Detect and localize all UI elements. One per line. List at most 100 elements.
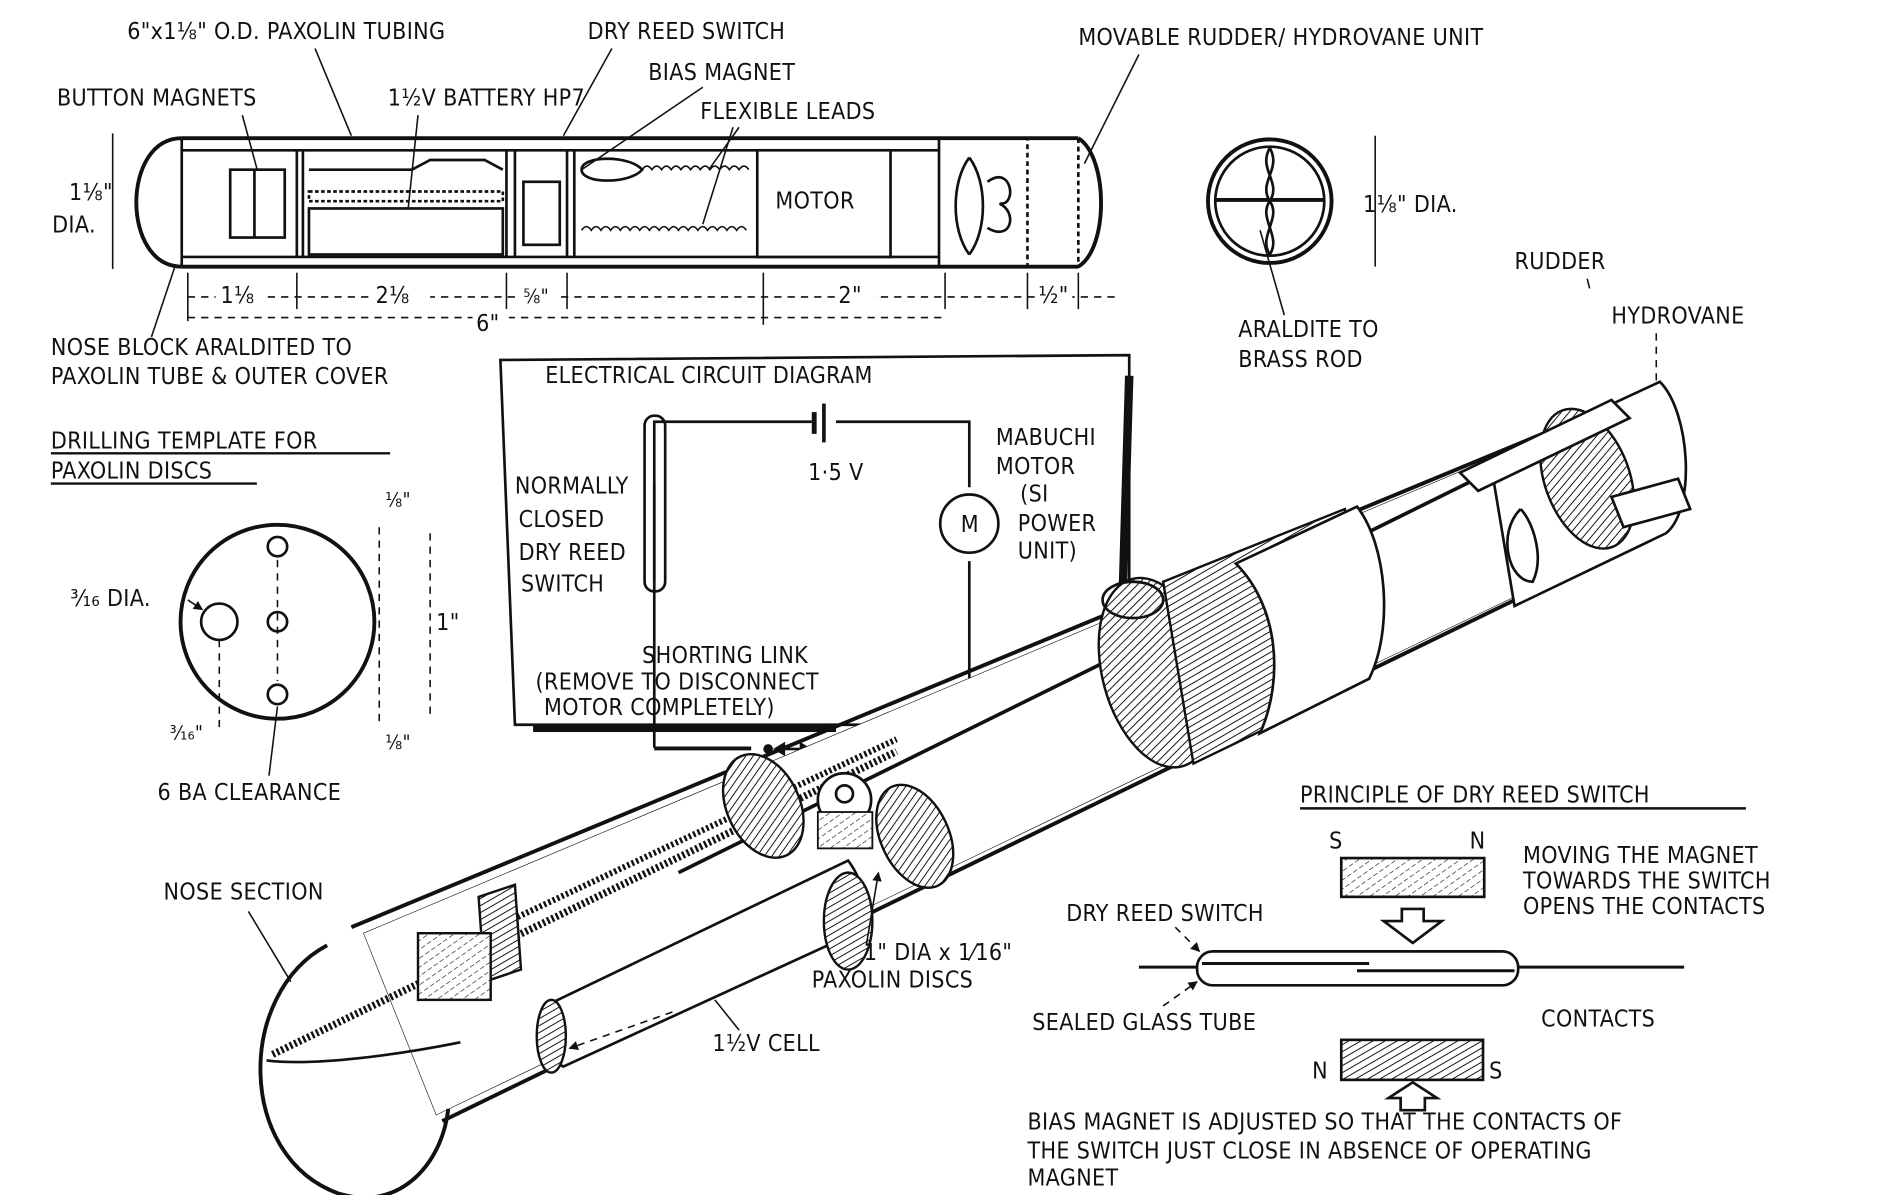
leader-tube xyxy=(1162,981,1198,1007)
top-margin-label: ⅛" xyxy=(385,489,411,512)
threaded-rod-upper xyxy=(507,736,898,924)
dia-unit: DIA. xyxy=(52,213,96,239)
dim-overall: 6" xyxy=(476,311,499,337)
drilling-template-section: DRILLING TEMPLATE FOR PAXOLIN DISCS ³⁄₁₆… xyxy=(51,428,459,806)
hole-large xyxy=(199,602,239,642)
operating-magnet xyxy=(1339,856,1486,899)
hole-bottom xyxy=(266,683,289,706)
label-rudder-unit: MOVABLE RUDDER/ HYDROVANE UNIT xyxy=(1078,25,1483,51)
propeller-hub xyxy=(954,156,985,256)
moving-note-3: OPENS THE CONTACTS xyxy=(1523,894,1766,920)
arrow-down-icon xyxy=(1379,907,1446,945)
dim-seg1: 1⅛ xyxy=(221,283,255,309)
tail-cap xyxy=(1077,136,1103,269)
leader-discs xyxy=(865,871,882,946)
tail-propeller xyxy=(1506,508,1540,584)
cutaway-section: RUDDER HYDROVANE NOSE SECTION xyxy=(164,249,1744,1195)
switch-label-4: SWITCH xyxy=(521,571,604,597)
propeller-end-lower xyxy=(1264,200,1275,257)
rudder-plate xyxy=(1457,398,1632,493)
label-hydrovane: HYDROVANE xyxy=(1611,304,1744,330)
principle-title: PRINCIPLE OF DRY REED SWITCH xyxy=(1300,782,1650,808)
clearance-label: 6 BA CLEARANCE xyxy=(158,780,342,806)
reed-switch-label: DRY REED SWITCH xyxy=(1066,901,1264,927)
motor-symbol xyxy=(938,493,1000,554)
bias-note-3: MAGNET xyxy=(1027,1165,1118,1191)
propeller-end-upper xyxy=(1264,147,1275,204)
side-view-section: 6"x1⅛" O.D. PAXOLIN TUBING DRY REED SWIT… xyxy=(51,19,1483,390)
hydrovane-plate xyxy=(1609,477,1692,529)
bottom-margin-label: ⅛" xyxy=(385,731,411,754)
reed-switch-glass xyxy=(580,157,644,182)
template-disc xyxy=(178,522,377,721)
switch-label-1: NORMALLY xyxy=(515,473,629,499)
reed-principle-section: PRINCIPLE OF DRY REED SWITCH S N MOVING … xyxy=(1026,782,1770,1191)
motor-box xyxy=(755,148,892,259)
leader-reed xyxy=(562,48,613,137)
leader-cell-disc xyxy=(568,1011,673,1050)
disc-front xyxy=(535,998,568,1074)
battery-spring-rod xyxy=(307,190,505,203)
drilling-title-1: DRILLING TEMPLATE FOR xyxy=(51,428,318,454)
label-nose-block-2: PAXOLIN TUBE & OUTER COVER xyxy=(51,364,389,390)
bottom-magnet-n: N xyxy=(1312,1059,1328,1085)
leader-bias xyxy=(581,86,704,171)
dim-seg2: 2⅛ xyxy=(376,283,410,309)
leader-hole xyxy=(187,599,204,611)
motor-shaft-ring xyxy=(1101,580,1165,620)
link-label-3: MOTOR COMPLETELY) xyxy=(544,695,775,721)
label-flexible-leads: FLEXIBLE LEADS xyxy=(700,99,875,125)
label-bias-magnet: BIAS MAGNET xyxy=(648,60,795,86)
offset-label: ³⁄₁₆" xyxy=(170,721,204,744)
dim-seg4: 2" xyxy=(838,283,861,309)
leader-nose-section xyxy=(247,910,292,983)
leader-tubing xyxy=(314,48,353,137)
label-rudder: RUDDER xyxy=(1515,249,1606,275)
hole-top xyxy=(266,535,289,558)
end-view-diameter: 1⅛" DIA. xyxy=(1363,192,1458,218)
leader-nose-block xyxy=(150,263,177,338)
leader-clearance xyxy=(268,706,279,776)
nose-cut xyxy=(266,1040,461,1064)
switch-label-2: CLOSED xyxy=(519,507,605,533)
label-battery: 1½V BATTERY HP7 xyxy=(388,85,585,111)
label-button-magnets: BUTTON MAGNETS xyxy=(57,85,257,111)
dim-seg5: ½" xyxy=(1038,283,1068,309)
paxolin-disc-3 xyxy=(822,871,874,971)
gear-teeth xyxy=(816,811,874,850)
glass-tube-label: SEALED GLASS TUBE xyxy=(1032,1010,1256,1036)
gear-boss xyxy=(834,784,855,804)
bias-magnet-block xyxy=(522,180,562,247)
motor-casing xyxy=(1233,504,1386,737)
top-magnet-n: N xyxy=(1470,828,1486,854)
leader-rudder xyxy=(1586,278,1591,289)
motor-label-2: MOTOR xyxy=(996,454,1075,480)
reed-switch-symbol xyxy=(643,414,667,593)
label-nose-section: NOSE SECTION xyxy=(164,879,324,905)
switch-label-3: DRY REED xyxy=(519,540,626,566)
label-paxolin-tubing: 6"x1⅛" O.D. PAXOLIN TUBING xyxy=(127,19,445,45)
label-dry-reed-switch: DRY REED SWITCH xyxy=(588,19,786,45)
arrow-up-icon xyxy=(1384,1080,1442,1112)
label-motor: MOTOR xyxy=(775,188,854,214)
rudder-housing xyxy=(1026,136,1080,268)
paxolin-disc-1 xyxy=(721,752,805,859)
drilling-title-2: PAXOLIN DISCS xyxy=(51,459,212,485)
bias-note-1: BIAS MAGNET IS ADJUSTED SO THAT THE CONT… xyxy=(1027,1110,1622,1136)
label-cell: 1½V CELL xyxy=(712,1031,820,1057)
end-view-section: 1⅛" DIA. ARALDITE TO BRASS ROD xyxy=(1206,135,1458,373)
moving-note-1: MOVING THE MAGNET xyxy=(1523,843,1758,869)
moving-note-2: TOWARDS THE SWITCH xyxy=(1522,868,1771,894)
circuit-title: ELECTRICAL CIRCUIT DIAGRAM xyxy=(545,363,872,389)
label-araldite-1: ARALDITE TO xyxy=(1238,317,1379,343)
battery xyxy=(307,207,505,256)
label-araldite-2: BRASS ROD xyxy=(1238,347,1363,373)
glass-tube xyxy=(1195,950,1520,987)
paxolin-disc-2 xyxy=(875,783,955,889)
flexible-lead-bottom xyxy=(580,225,748,232)
leader-araldite xyxy=(1259,230,1286,316)
dia-value: 1⅛" xyxy=(69,180,113,206)
label-discs-1: 1" DIA x 1⁄16" xyxy=(864,940,1012,966)
link-label-1: SHORTING LINK xyxy=(642,643,809,669)
